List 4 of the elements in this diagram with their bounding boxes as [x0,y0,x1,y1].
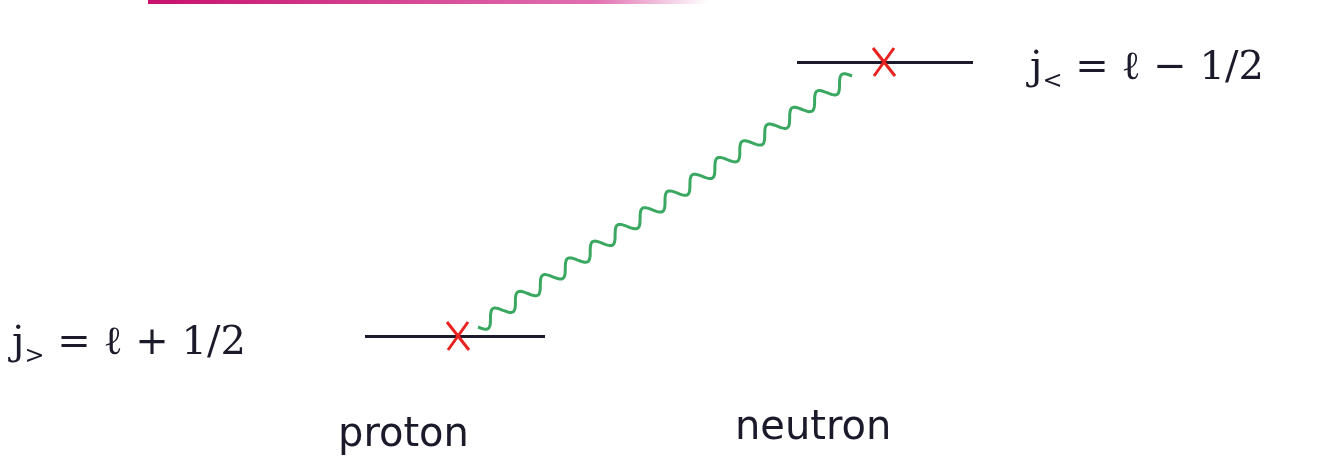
wavy-line [477,72,853,331]
energy-level-line [365,335,545,338]
particle-label: neutron [735,405,892,445]
energy-level-line [797,61,973,64]
